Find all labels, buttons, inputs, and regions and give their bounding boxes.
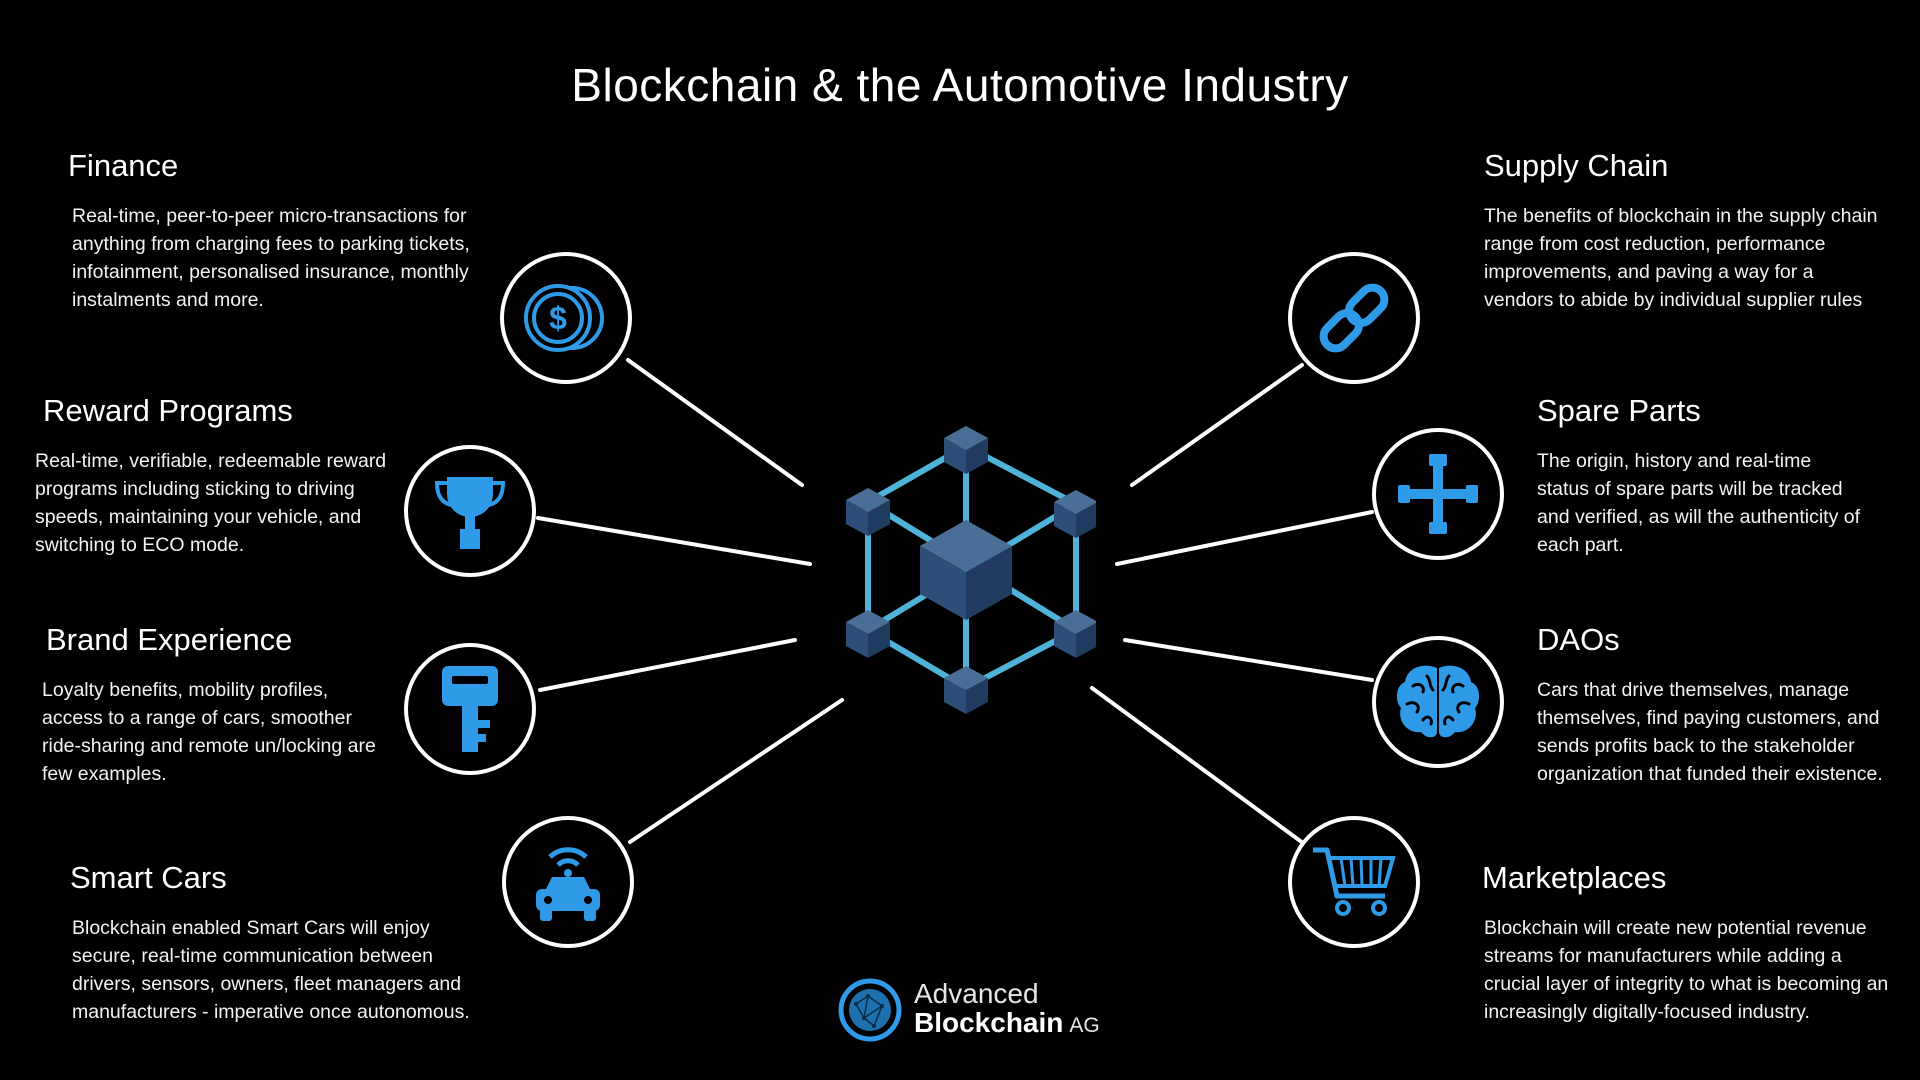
reward-heading: Reward Programs xyxy=(43,393,293,428)
globe-network-icon xyxy=(838,978,902,1042)
finance-circle: $ xyxy=(500,252,632,384)
section-marketplaces: Marketplaces Blockchain will create new … xyxy=(1482,860,1902,1026)
daos-heading: DAOs xyxy=(1537,622,1620,657)
supply-chain-heading: Supply Chain xyxy=(1484,148,1669,183)
marketplaces-heading: Marketplaces xyxy=(1482,860,1667,895)
marketplaces-text: Blockchain will create new potential rev… xyxy=(1484,917,1889,1023)
section-supply-chain: Supply Chain The benefits of blockchain … xyxy=(1484,148,1884,314)
smart-cars-text: Blockchain enabled Smart Cars will enjoy… xyxy=(72,917,470,1023)
brain-icon xyxy=(1396,665,1480,738)
page-title: Blockchain & the Automotive Industry xyxy=(571,59,1349,111)
brand-circle xyxy=(404,643,536,775)
smart-cars-heading: Smart Cars xyxy=(70,860,227,895)
chain-link-icon xyxy=(1319,283,1389,353)
section-spare-parts: Spare Parts The origin, history and real… xyxy=(1537,393,1867,559)
key-icon xyxy=(442,666,498,752)
connector-reward xyxy=(536,516,812,566)
section-finance: Finance Real-time, peer-to-peer micro-tr… xyxy=(68,148,488,314)
spare-parts-heading: Spare Parts xyxy=(1537,393,1701,428)
smart-cars-circle xyxy=(502,816,634,948)
shopping-cart-icon xyxy=(1313,847,1396,916)
section-brand: Brand Experience Loyalty benefits, mobil… xyxy=(42,622,392,788)
brand-heading: Brand Experience xyxy=(46,622,293,657)
finance-text: Real-time, peer-to-peer micro-transactio… xyxy=(72,205,470,311)
connector-finance xyxy=(626,358,804,487)
finance-heading: Finance xyxy=(68,148,179,183)
logo-suffix: AG xyxy=(1069,1013,1100,1037)
connector-daos xyxy=(1123,638,1374,682)
coins-icon: $ xyxy=(524,284,604,352)
spare-parts-circle xyxy=(1372,428,1504,560)
blockchain-cube-network-icon xyxy=(846,426,1096,714)
wrench-cross-icon xyxy=(1398,454,1478,534)
reward-text: Real-time, verifiable, redeemable reward… xyxy=(35,450,387,556)
logo-line2: Blockchain xyxy=(914,1006,1064,1038)
connector-brand xyxy=(538,638,797,692)
trophy-icon xyxy=(435,477,505,549)
section-reward: Reward Programs Real-time, verifiable, r… xyxy=(35,393,390,559)
section-daos: DAOs Cars that drive themselves, manage … xyxy=(1537,622,1917,788)
daos-circle xyxy=(1372,636,1504,768)
daos-text: Cars that drive themselves, manage thems… xyxy=(1537,679,1883,785)
connector-smart-cars xyxy=(628,698,844,844)
connected-car-icon xyxy=(536,847,600,921)
marketplaces-circle xyxy=(1288,816,1420,948)
supply-chain-circle xyxy=(1288,252,1420,384)
connector-supply-chain xyxy=(1130,363,1304,487)
section-smart-cars: Smart Cars Blockchain enabled Smart Cars… xyxy=(70,860,480,1026)
reward-circle xyxy=(404,445,536,577)
connector-spare-parts xyxy=(1115,510,1374,566)
svg-text:$: $ xyxy=(549,300,567,336)
brand-text: Loyalty benefits, mobility profiles, acc… xyxy=(42,679,376,785)
connector-marketplaces xyxy=(1090,686,1305,845)
logo-line1: Advanced xyxy=(914,977,1039,1009)
spare-parts-text: The origin, history and real-time status… xyxy=(1537,450,1861,556)
supply-chain-text: The benefits of blockchain in the supply… xyxy=(1484,205,1878,311)
